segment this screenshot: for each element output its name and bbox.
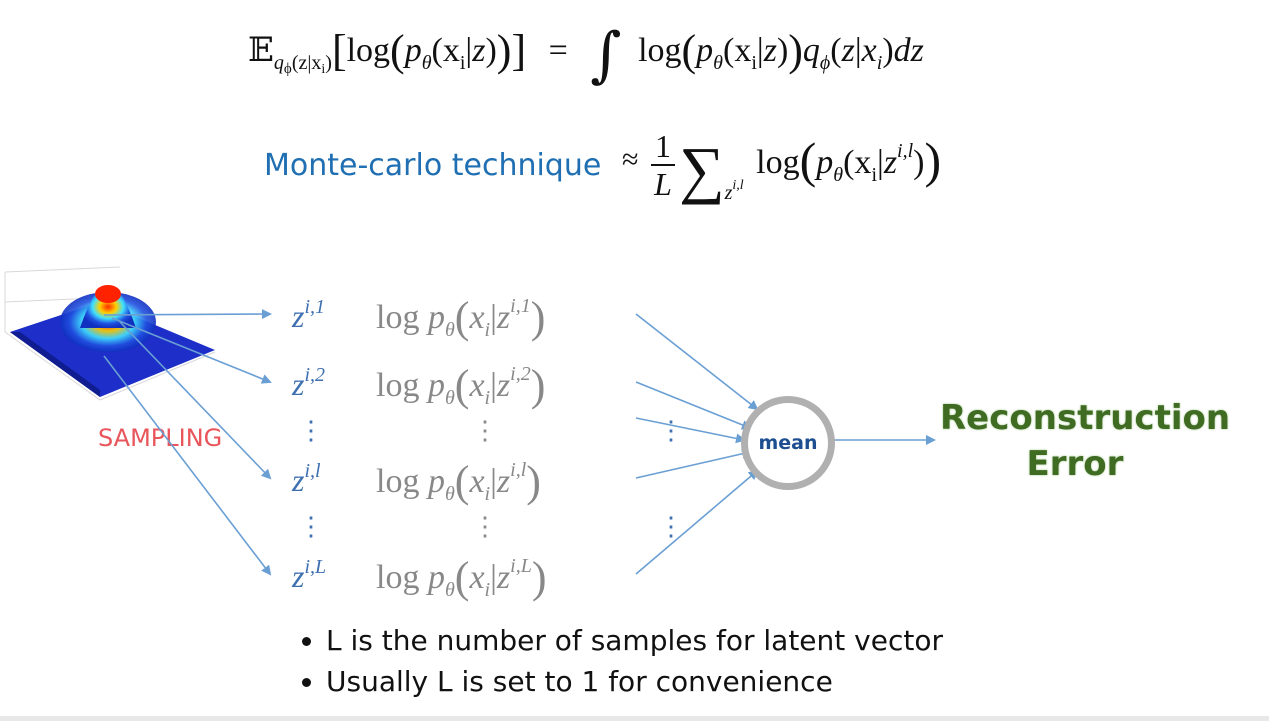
log-term-2: log pθ(xi|zi,2) <box>376 361 546 410</box>
vdots-arrow-1: ⋮ <box>658 415 684 445</box>
fraction: 1 L <box>650 128 675 202</box>
surface-shading <box>10 332 100 397</box>
expectation-symbol: 𝔼 <box>248 32 274 69</box>
to-mean-arrow-L <box>635 469 759 575</box>
sum-sign: ∑ <box>678 133 725 205</box>
approx-sign: ≈ <box>622 142 639 176</box>
sum-subscript: zi,l <box>724 177 744 204</box>
output-line-2: Error <box>1026 444 1124 484</box>
to-mean-arrow-3 <box>635 417 746 444</box>
log-term-l: log pθ(xi|zi,l) <box>376 457 541 506</box>
z-label-l: zi,l <box>292 460 321 498</box>
log-term-L: log pθ(xi|zi,L) <box>376 553 547 602</box>
note-item: L is the number of samples for latent ve… <box>326 624 943 657</box>
fraction-numerator: 1 <box>650 128 675 166</box>
notes-list: L is the number of samples for latent ve… <box>278 624 943 706</box>
z-label-2: zi,2 <box>292 364 326 402</box>
fraction-denominator: L <box>654 166 672 202</box>
vdots-log-2: ⋮ <box>472 511 498 541</box>
integral-sign: ∫ <box>590 20 622 90</box>
sampling-label: SAMPLING <box>98 424 223 452</box>
to-mean-arrow-l <box>635 448 752 479</box>
z-label-1: zi,1 <box>292 296 326 334</box>
surface-peak-top <box>95 285 121 303</box>
gaussian-surface-image <box>4 266 216 401</box>
to-mean-arrow-1 <box>635 313 759 411</box>
reconstruction-error-label: Reconstruction Error <box>940 395 1231 487</box>
log-term-1: log pθ(xi|zi,1) <box>376 293 546 342</box>
equation-monte-carlo: ≈ 1 L ∑zi,l log(pθ(xi|zi,l)) <box>622 128 942 205</box>
output-line-1: Reconstruction <box>940 398 1231 438</box>
monte-carlo-label: Monte-carlo technique <box>264 148 602 183</box>
z-label-L: zi,L <box>292 556 327 594</box>
mean-label: mean <box>758 432 818 454</box>
equation-expectation: 𝔼qϕ(z|xi)[log(pθ(xi|z))] = ∫ log(pθ(xi|z… <box>248 20 924 90</box>
vdots-arrow-2: ⋮ <box>658 511 684 541</box>
vdots-z-2: ⋮ <box>298 511 324 541</box>
vdots-log-1: ⋮ <box>472 415 498 445</box>
expectation-subscript: qϕ(z|xi) <box>273 52 332 77</box>
to-mean-arrow-2 <box>635 381 752 430</box>
vdots-z-1: ⋮ <box>298 415 324 445</box>
note-item: Usually L is set to 1 for convenience <box>326 665 943 698</box>
bottom-edge-strip <box>0 716 1269 721</box>
mean-node: mean <box>741 396 835 490</box>
equals-sign: = <box>548 32 568 69</box>
